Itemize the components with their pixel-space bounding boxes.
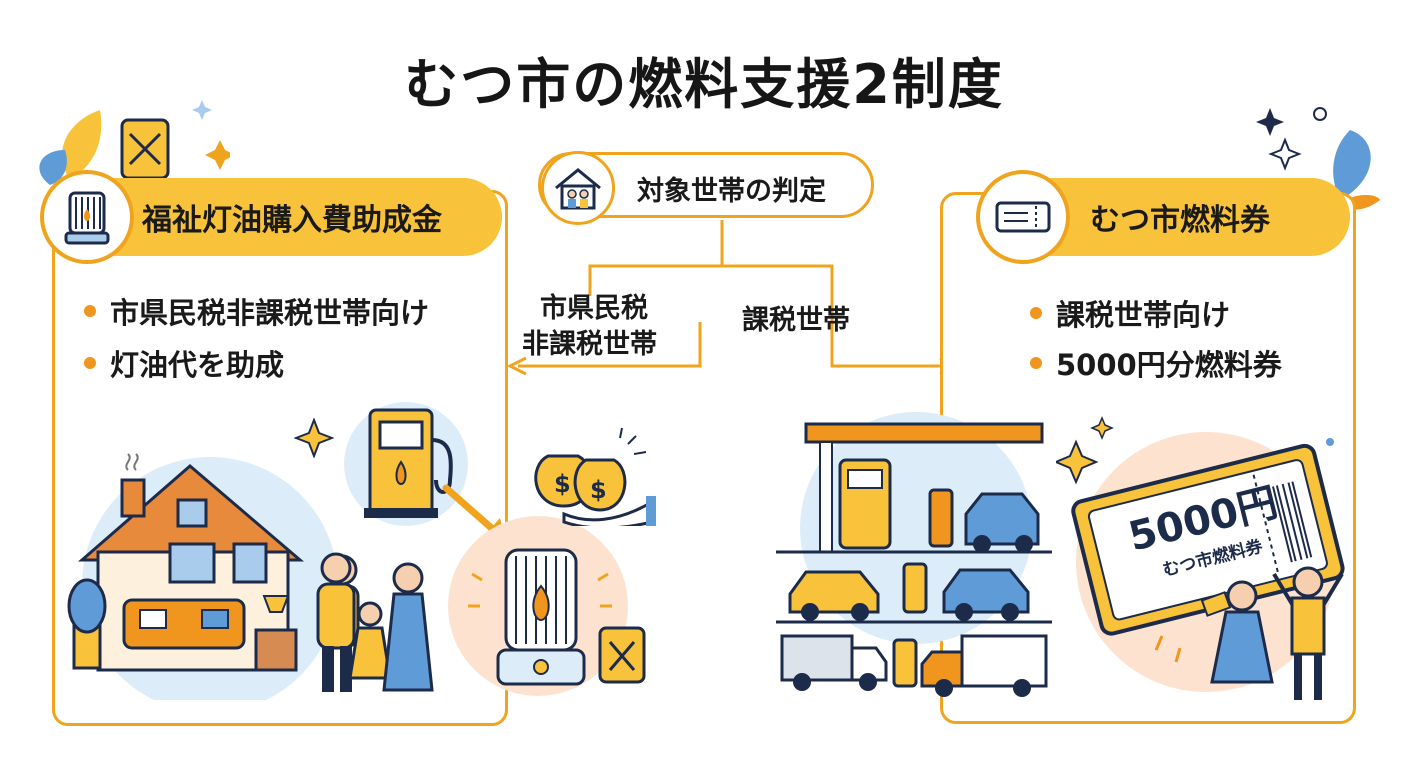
leaf-icon xyxy=(39,150,67,185)
judgment-label: 対象世帯の判定 xyxy=(637,176,826,207)
non-taxable-label-line1: 市県民税 xyxy=(540,293,648,324)
leaf-icon xyxy=(61,110,102,180)
gas-station-illustration xyxy=(776,412,1052,697)
bullet-dot-icon xyxy=(84,305,96,317)
sparkle-icon xyxy=(205,140,230,170)
bullet-dot-icon xyxy=(1030,307,1042,319)
left-bullet-2: 灯油代を助成 xyxy=(84,342,284,384)
car-icon xyxy=(788,570,880,614)
car-icon xyxy=(942,568,1030,614)
left-program-header: 福祉灯油購入費助成金 xyxy=(56,178,502,256)
connector-line xyxy=(588,220,724,296)
fuel-pump-illustration xyxy=(344,402,468,526)
connector-line xyxy=(722,264,948,368)
person-icon xyxy=(1290,596,1326,656)
left-program-name: 福祉灯油購入費助成金 xyxy=(142,203,442,238)
decor-leaves-right xyxy=(1256,107,1380,210)
money-bag-icon xyxy=(573,458,627,512)
family-icon xyxy=(316,552,434,692)
taxable-label: 課税世帯 xyxy=(742,305,850,336)
heater-illustration xyxy=(448,516,646,696)
arrow-left-icon xyxy=(506,356,527,376)
page-title: むつ市の燃料支援2制度 xyxy=(404,53,1004,116)
svg-text:$: $ xyxy=(590,476,607,504)
right-program-name: むつ市燃料券 xyxy=(1090,203,1270,238)
station-canopy-icon xyxy=(804,422,1044,444)
truck-icon xyxy=(780,634,854,682)
leaf-icon xyxy=(1333,130,1371,200)
house-family-icon xyxy=(541,151,615,225)
bullet-dot-icon xyxy=(1030,357,1042,369)
car-icon xyxy=(964,492,1040,546)
sparkle-icon xyxy=(294,418,334,458)
money-bags-hand-illustration: $ $ xyxy=(534,427,656,526)
kerosene-heater-icon xyxy=(40,170,134,264)
decor-leaves-left xyxy=(39,110,230,185)
right-bullet-1: 課税世帯向け xyxy=(1030,292,1230,334)
sparkle-icon xyxy=(1268,137,1302,171)
bullet-dot-icon xyxy=(84,357,96,369)
person-icon xyxy=(1210,610,1274,684)
right-bullet-2: 5000円分燃料券 xyxy=(1030,342,1282,384)
sparkle-icon xyxy=(192,100,212,120)
sparkle-icon xyxy=(1056,439,1099,485)
svg-text:$: $ xyxy=(554,470,571,498)
plant-icon xyxy=(67,578,107,634)
non-taxable-label-line2: 非課税世帯 xyxy=(522,329,657,360)
ticket-icon xyxy=(976,170,1070,264)
target-household-judgment: 対象世帯の判定 xyxy=(538,151,874,225)
left-bullet-1: 市県民税非課税世帯向け xyxy=(84,290,429,332)
fuel-ticket-illustration xyxy=(1056,416,1345,700)
connector-line xyxy=(518,322,702,368)
lamp-icon xyxy=(262,595,290,613)
sparkle-icon xyxy=(1256,108,1284,136)
